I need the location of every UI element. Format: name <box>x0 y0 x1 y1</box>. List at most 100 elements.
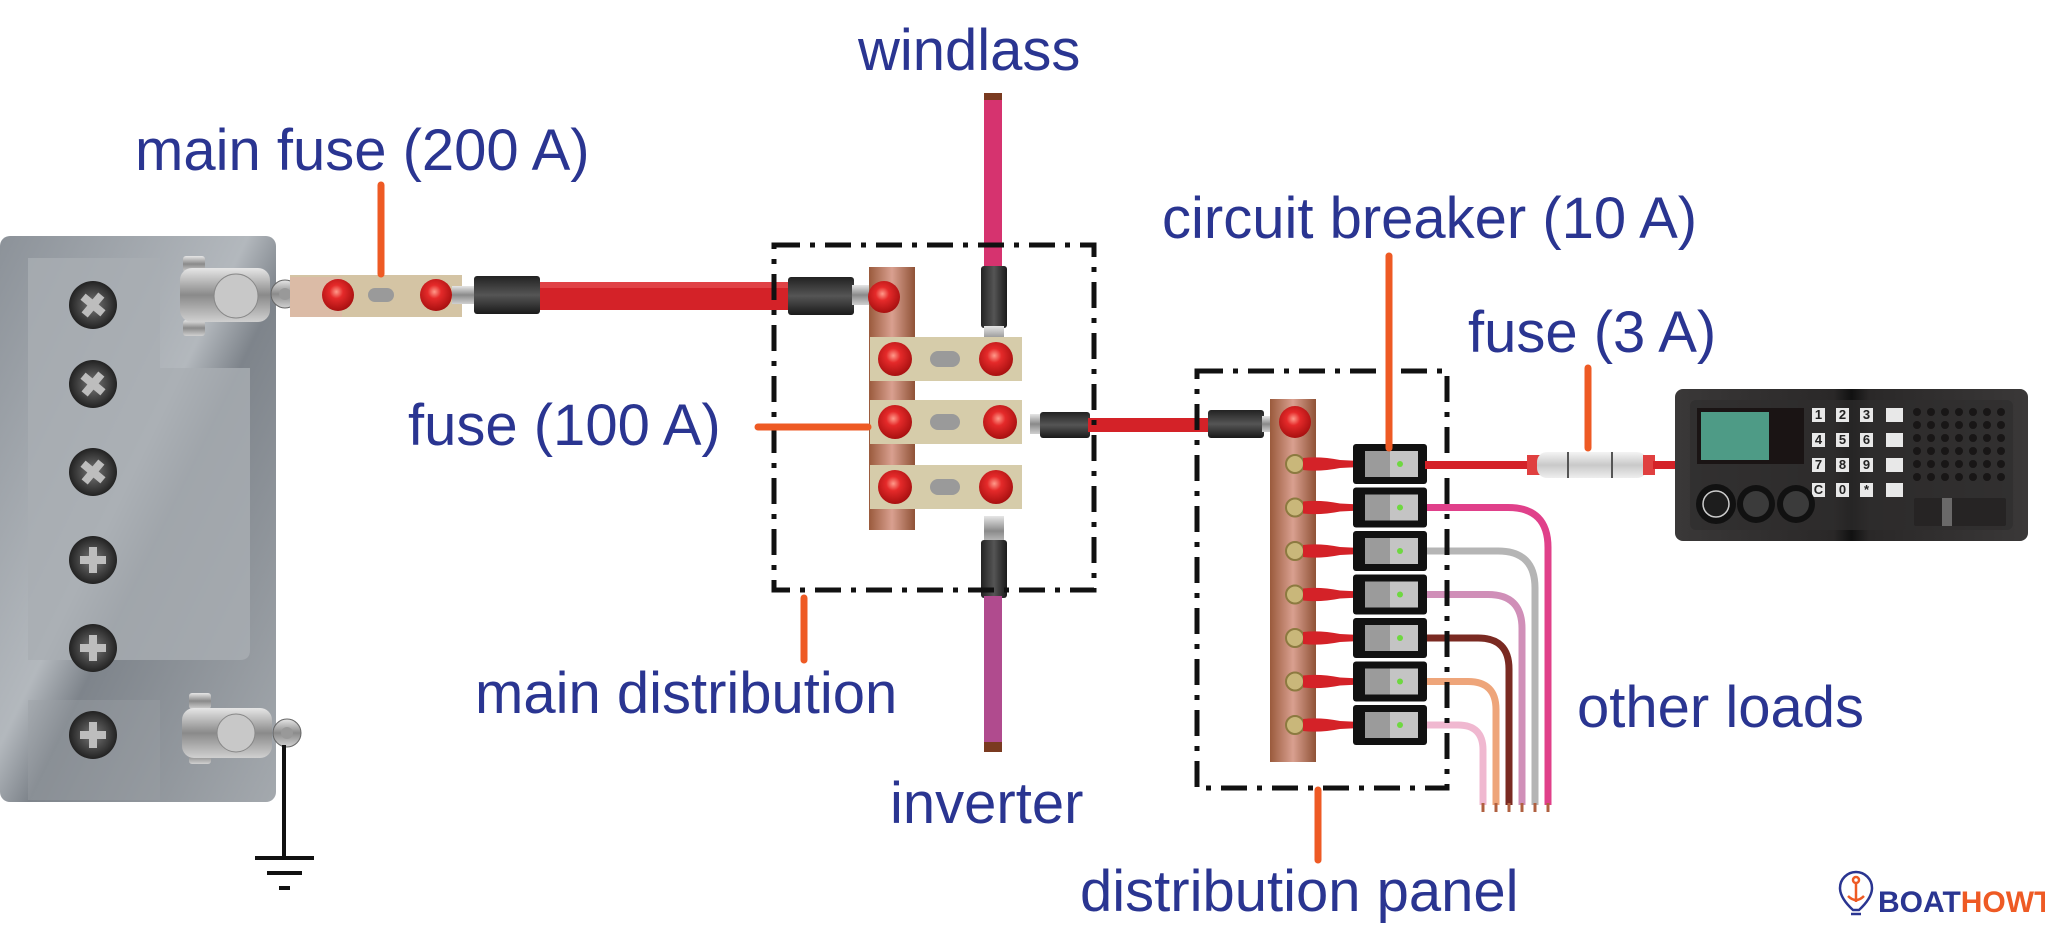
load-wire <box>1427 547 1539 805</box>
svg-text:0: 0 <box>1839 482 1846 497</box>
radio-keypad-key[interactable]: 1 <box>1812 407 1825 422</box>
radio-keypad-key[interactable]: 8 <box>1836 457 1849 472</box>
svg-text:2: 2 <box>1839 407 1846 422</box>
speaker-hole <box>1955 447 1963 455</box>
load-wire <box>1427 504 1552 805</box>
distribution-panel-boundary <box>1194 368 1450 791</box>
speaker-hole <box>1941 408 1949 416</box>
positive-terminal <box>180 256 300 336</box>
speaker-hole <box>1955 408 1963 416</box>
circuit-breaker-switch[interactable] <box>1285 444 1427 484</box>
logo-text: BOATHOWTO <box>1878 886 2045 919</box>
breaker-status-led <box>1397 591 1403 598</box>
radio-keypad-key[interactable]: 5 <box>1836 432 1849 447</box>
radio-keypad-key[interactable]: 6 <box>1860 432 1873 447</box>
radio-keypad-key[interactable]: 0 <box>1836 482 1849 497</box>
battery <box>0 236 314 890</box>
fuse-nut <box>878 342 912 376</box>
circuit-breaker-switch[interactable] <box>1285 574 1427 615</box>
radio-feed <box>1425 452 1685 478</box>
ground-symbol-icon <box>255 745 314 890</box>
breaker-status-led <box>1397 548 1403 554</box>
fuse-nut <box>979 342 1013 376</box>
radio-function-key[interactable] <box>1886 433 1903 447</box>
radio-keypad-key[interactable]: 9 <box>1860 457 1873 472</box>
panel-input-nut <box>1279 406 1311 438</box>
battery-cell-screw-icon <box>69 711 117 759</box>
speaker-hole <box>1941 434 1949 442</box>
radio-keypad-key[interactable]: 3 <box>1860 407 1873 422</box>
speaker-hole <box>1969 447 1977 455</box>
radio-keypad-key[interactable]: 4 <box>1812 432 1825 447</box>
fuse-nut <box>878 470 912 504</box>
fuse-nut <box>983 405 1017 439</box>
speaker-hole <box>1983 473 1991 481</box>
battery-cell-screw-icon <box>69 281 117 329</box>
fuse-nut <box>979 470 1013 504</box>
speaker-hole <box>1913 473 1921 481</box>
radio-keypad-key[interactable]: * <box>1860 482 1873 497</box>
battery-cell-screw-icon <box>69 360 117 408</box>
speaker-hole <box>1997 473 2005 481</box>
radio-function-key[interactable] <box>1886 458 1903 472</box>
speaker-hole <box>1969 421 1977 429</box>
radio-function-key[interactable] <box>1886 408 1903 422</box>
fuse-100a-block <box>870 465 1022 509</box>
speaker-hole <box>1983 434 1991 442</box>
circuit-breaker-switch[interactable] <box>1285 487 1427 528</box>
svg-text:C: C <box>1814 482 1824 497</box>
panel-busbar <box>1270 399 1316 762</box>
speaker-hole <box>1927 421 1935 429</box>
label-main-fuse: main fuse (200 A) <box>135 118 590 183</box>
speaker-hole <box>1983 408 1991 416</box>
breaker-status-led <box>1397 461 1403 467</box>
battery-cell-screw-icon <box>69 624 117 672</box>
volume-knob[interactable] <box>1743 491 1769 517</box>
windlass-cable <box>984 100 1002 270</box>
speaker-hole <box>1941 460 1949 468</box>
circuit-breaker-switch[interactable] <box>1285 618 1427 658</box>
speaker-hole <box>1941 421 1949 429</box>
speaker-hole <box>1997 421 2005 429</box>
main-fuse-nut-right <box>420 279 452 311</box>
speaker-hole <box>1927 460 1935 468</box>
mic-slot <box>1914 498 2006 526</box>
breaker-status-led <box>1397 635 1403 641</box>
main-distribution-boundary <box>771 242 1097 593</box>
boathowto-logo[interactable]: BOATHOWTO <box>1838 870 2045 919</box>
svg-text:4: 4 <box>1815 432 1823 447</box>
squelch-knob[interactable] <box>1783 491 1809 517</box>
circuit-breaker-switch[interactable] <box>1285 705 1427 745</box>
leader-lines <box>377 181 1592 864</box>
speaker-hole <box>1913 408 1921 416</box>
speaker-hole <box>1955 473 1963 481</box>
radio-function-key[interactable] <box>1886 483 1903 497</box>
circuit-breaker-switch[interactable] <box>1285 531 1427 571</box>
panel-feed-cable <box>1088 418 1212 432</box>
label-fuse-3a: fuse (3 A) <box>1468 300 1716 365</box>
lightbulb-anchor-icon <box>1838 870 1874 916</box>
radio-display[interactable] <box>1701 412 1769 460</box>
radio-keypad-key[interactable]: C <box>1812 482 1825 497</box>
speaker-hole <box>1969 408 1977 416</box>
svg-text:5: 5 <box>1839 432 1846 447</box>
label-inverter: inverter <box>890 771 1083 836</box>
speaker-hole <box>1941 447 1949 455</box>
label-circuit-breaker: circuit breaker (10 A) <box>1162 186 1697 251</box>
speaker-hole <box>1997 434 2005 442</box>
radio-keypad-key[interactable]: 2 <box>1836 407 1849 422</box>
speaker-hole <box>1913 434 1921 442</box>
speaker-hole <box>1913 421 1921 429</box>
speaker-hole <box>1983 421 1991 429</box>
svg-text:*: * <box>1864 482 1870 497</box>
radio-keypad-key[interactable]: 7 <box>1812 457 1825 472</box>
speaker-hole <box>1997 447 2005 455</box>
speaker-hole <box>1983 447 1991 455</box>
battery-cell-screw-icon <box>69 536 117 584</box>
label-main-distribution: main distribution <box>475 661 897 726</box>
circuit-breaker-switch[interactable] <box>1285 661 1427 702</box>
load-wire <box>1427 721 1487 805</box>
speaker-hole <box>1927 408 1935 416</box>
speaker-hole <box>1955 460 1963 468</box>
